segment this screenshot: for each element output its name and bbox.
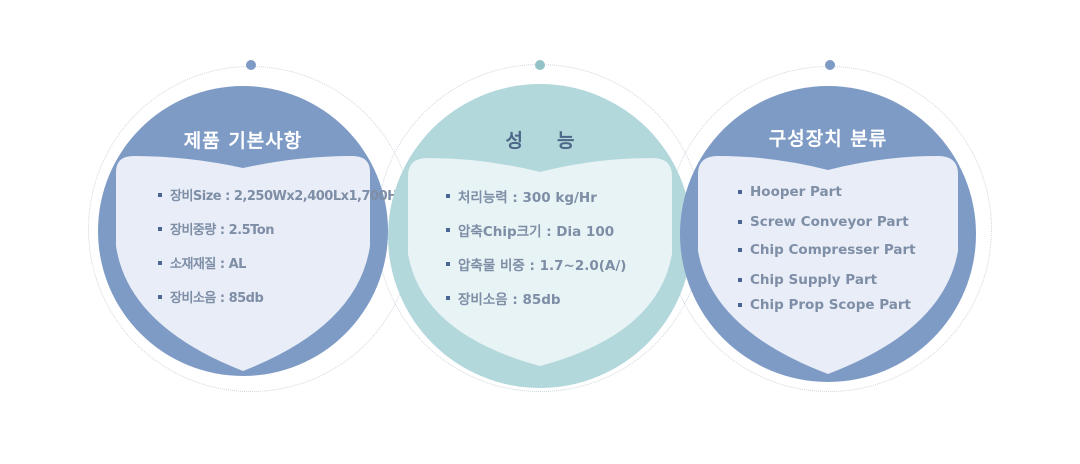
anchor-dot-2 [535,60,545,70]
shield-panel-2 [408,158,672,366]
section-components: 구성장치 분류 Hooper Part Screw Conveyor Part … [680,86,976,382]
list-item: Chip Compresser Part [738,242,916,258]
section-title: 구성장치 분류 [768,128,888,150]
component-list: Hooper Part Screw Conveyor Part Chip Com… [738,184,916,313]
list-item: 압축Chip크기 : Dia 100 [446,220,626,240]
shield-panel-3 [698,156,958,374]
shield-panel-1 [116,156,370,371]
list-item: Chip Supply Part [738,272,916,288]
list-item: Hooper Part [738,184,916,200]
list-item: Screw Conveyor Part [738,214,916,230]
section-basic-specs: 제품 기본사항 장비Size : 2,250Wx2,400Lx1,700H 장비… [98,86,398,376]
list-item: 장비소음 : 85db [446,288,626,308]
list-item: Chip Prop Scope Part [738,297,916,313]
section-title: 제품 기본사항 [183,130,303,152]
list-item: 장비소음 : 85db [158,287,398,306]
spec-list: 장비Size : 2,250Wx2,400Lx1,700H 장비중량 : 2.5… [158,185,398,306]
anchor-dot-1 [246,60,256,70]
section-performance: 성능 처리능력 : 300 kg/Hr 압축Chip크기 : Dia 100 압… [388,84,692,388]
list-item: 장비Size : 2,250Wx2,400Lx1,700H [158,185,398,204]
list-item: 소재재질 : AL [158,253,398,272]
list-item: 압축물 비중 : 1.7~2.0(A/) [446,254,626,274]
spec-list: 처리능력 : 300 kg/Hr 압축Chip크기 : Dia 100 압축물 … [446,186,626,308]
anchor-dot-3 [825,60,835,70]
list-item: 장비중량 : 2.5Ton [158,219,398,238]
list-item: 처리능력 : 300 kg/Hr [446,186,626,206]
section-title: 성능 [505,130,609,152]
